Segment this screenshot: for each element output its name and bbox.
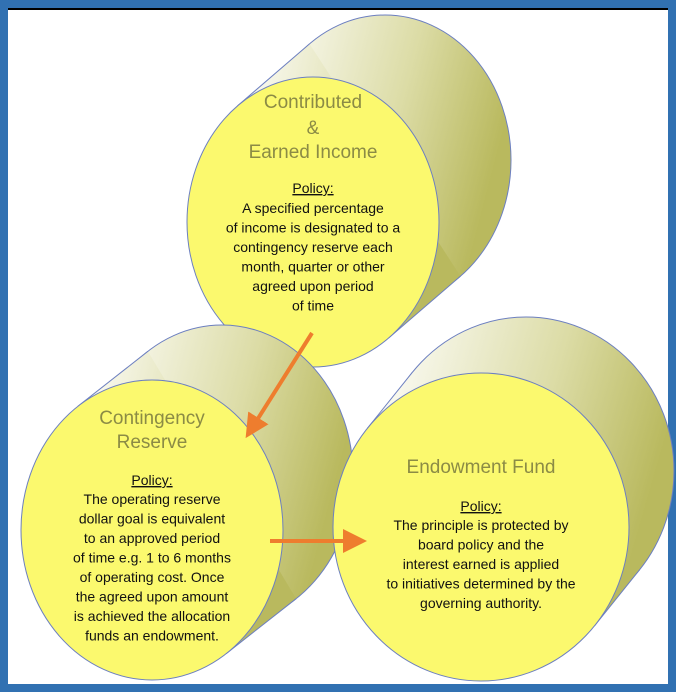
cylinder-edge: [225, 598, 297, 655]
cylinder-edge: [77, 350, 149, 407]
policy-text-line: to initiatives determined by the: [386, 576, 575, 592]
cylinder-title: Contributed: [264, 92, 362, 113]
policy-text-line: the agreed upon amount: [76, 589, 229, 605]
policy-text-line: funds an endowment.: [85, 628, 219, 644]
policy-text-line: of operating cost. Once: [80, 569, 225, 585]
cylinder-edge: [388, 275, 461, 339]
policy-text-line: month, quarter or other: [241, 259, 385, 275]
policy-text-line: The principle is protected by: [393, 517, 568, 533]
policy-text-line: governing authority.: [420, 595, 542, 611]
policy-text-line: of time e.g. 1 to 6 months: [73, 550, 231, 566]
policy-text-line: board policy and the: [418, 537, 544, 553]
policy-label: Policy:: [131, 472, 172, 488]
policy-text-line: of time: [292, 298, 334, 314]
cylinder-face: [332, 372, 630, 682]
policy-text-line: of income is designated to a: [226, 220, 401, 236]
arrow-income-to-reserve: [245, 331, 314, 439]
cylinder-title: Reserve: [117, 432, 188, 453]
policy-text-line: is achieved the allocation: [74, 608, 230, 624]
policy-label: Policy:: [460, 498, 501, 514]
cylinder-title: Earned Income: [249, 142, 378, 163]
cylinder-face: [20, 379, 284, 681]
cylinder-edge: [237, 43, 310, 107]
policy-text-line: dollar goal is equivalent: [79, 511, 225, 527]
policy-label: Policy:: [292, 180, 333, 196]
policy-text-line: contingency reserve each: [233, 239, 393, 255]
cylinder-title: Contingency: [99, 408, 205, 429]
cylinder-title: Endowment Fund: [407, 457, 556, 478]
cylinder-title: &: [307, 118, 320, 139]
policy-text-line: A specified percentage: [242, 200, 384, 216]
policy-text-line: interest earned is applied: [403, 556, 559, 572]
policy-text-line: to an approved period: [84, 530, 220, 546]
policy-text-line: agreed upon period: [252, 278, 373, 294]
policy-text-line: The operating reserve: [84, 491, 221, 507]
